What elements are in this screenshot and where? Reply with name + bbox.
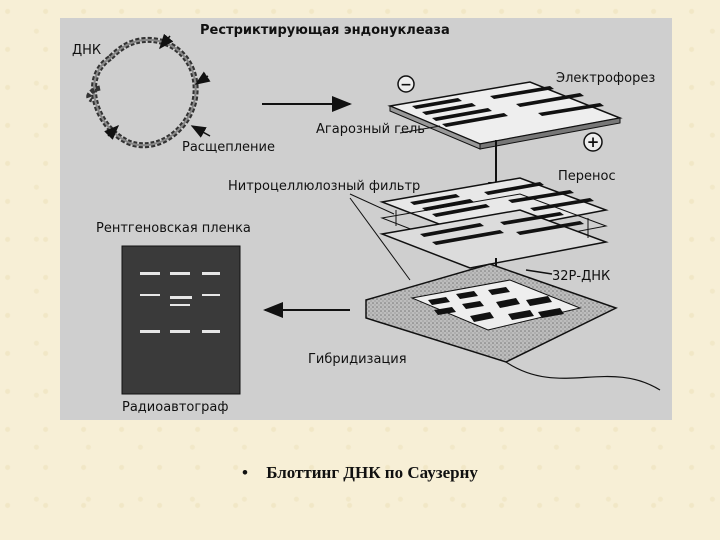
label-nitrocellulose-filter-text: Нитроцеллюлозный фильтр xyxy=(228,179,420,194)
label-probe: 32Р-ДНК xyxy=(552,269,610,284)
label-agarose-gel-text: Агарозный гель xyxy=(316,122,425,137)
label-dna: ДНК xyxy=(72,43,101,58)
label-autoradiograph: Радиоавтограф xyxy=(122,400,229,415)
caption: • Блоттинг ДНК по Саузерну xyxy=(242,463,682,483)
agarose-gel xyxy=(387,81,623,150)
label-cleavage: Расщепление xyxy=(182,140,275,155)
caption-text: Блоттинг ДНК по Саузерну xyxy=(266,463,478,482)
minus-electrode: − xyxy=(397,75,415,93)
label-hybridization: Гибридизация xyxy=(308,352,407,367)
label-electrophoresis: Электрофорез xyxy=(556,71,655,86)
gel-pointer xyxy=(399,125,441,134)
transfer-stack xyxy=(379,177,609,269)
label-restriction-enzyme-text: Рестриктирующая эндонуклеаза xyxy=(200,23,450,38)
southern-blot-diagram: ДНК Рестриктирующая эндонуклеаза Расщепл… xyxy=(60,18,672,420)
cut-arrows xyxy=(104,33,211,140)
caption-bullet: • xyxy=(242,463,248,482)
plus-sign: + xyxy=(587,133,600,151)
label-transfer: Перенос xyxy=(558,169,616,184)
xray-film xyxy=(121,245,241,395)
label-xray-film: Рентгеновская пленка xyxy=(96,221,251,236)
label-restriction-enzyme: Рестриктирующая эндонуклеаза xyxy=(200,23,450,38)
hybridization-bag xyxy=(365,263,661,391)
label-nitrocellulose-filter: Нитроцеллюлозный фильтр xyxy=(228,179,420,194)
filter-pointer-a xyxy=(349,193,395,215)
plus-electrode: + xyxy=(583,132,603,152)
diagram-svg: ДНК Рестриктирующая эндонуклеаза Расщепл… xyxy=(72,23,661,415)
filter-pointer-b xyxy=(349,197,411,281)
label-agarose-gel: Агарозный гель xyxy=(316,122,425,137)
arrow-probe xyxy=(525,269,553,275)
minus-sign: − xyxy=(400,77,412,93)
dna-loop xyxy=(86,36,199,149)
